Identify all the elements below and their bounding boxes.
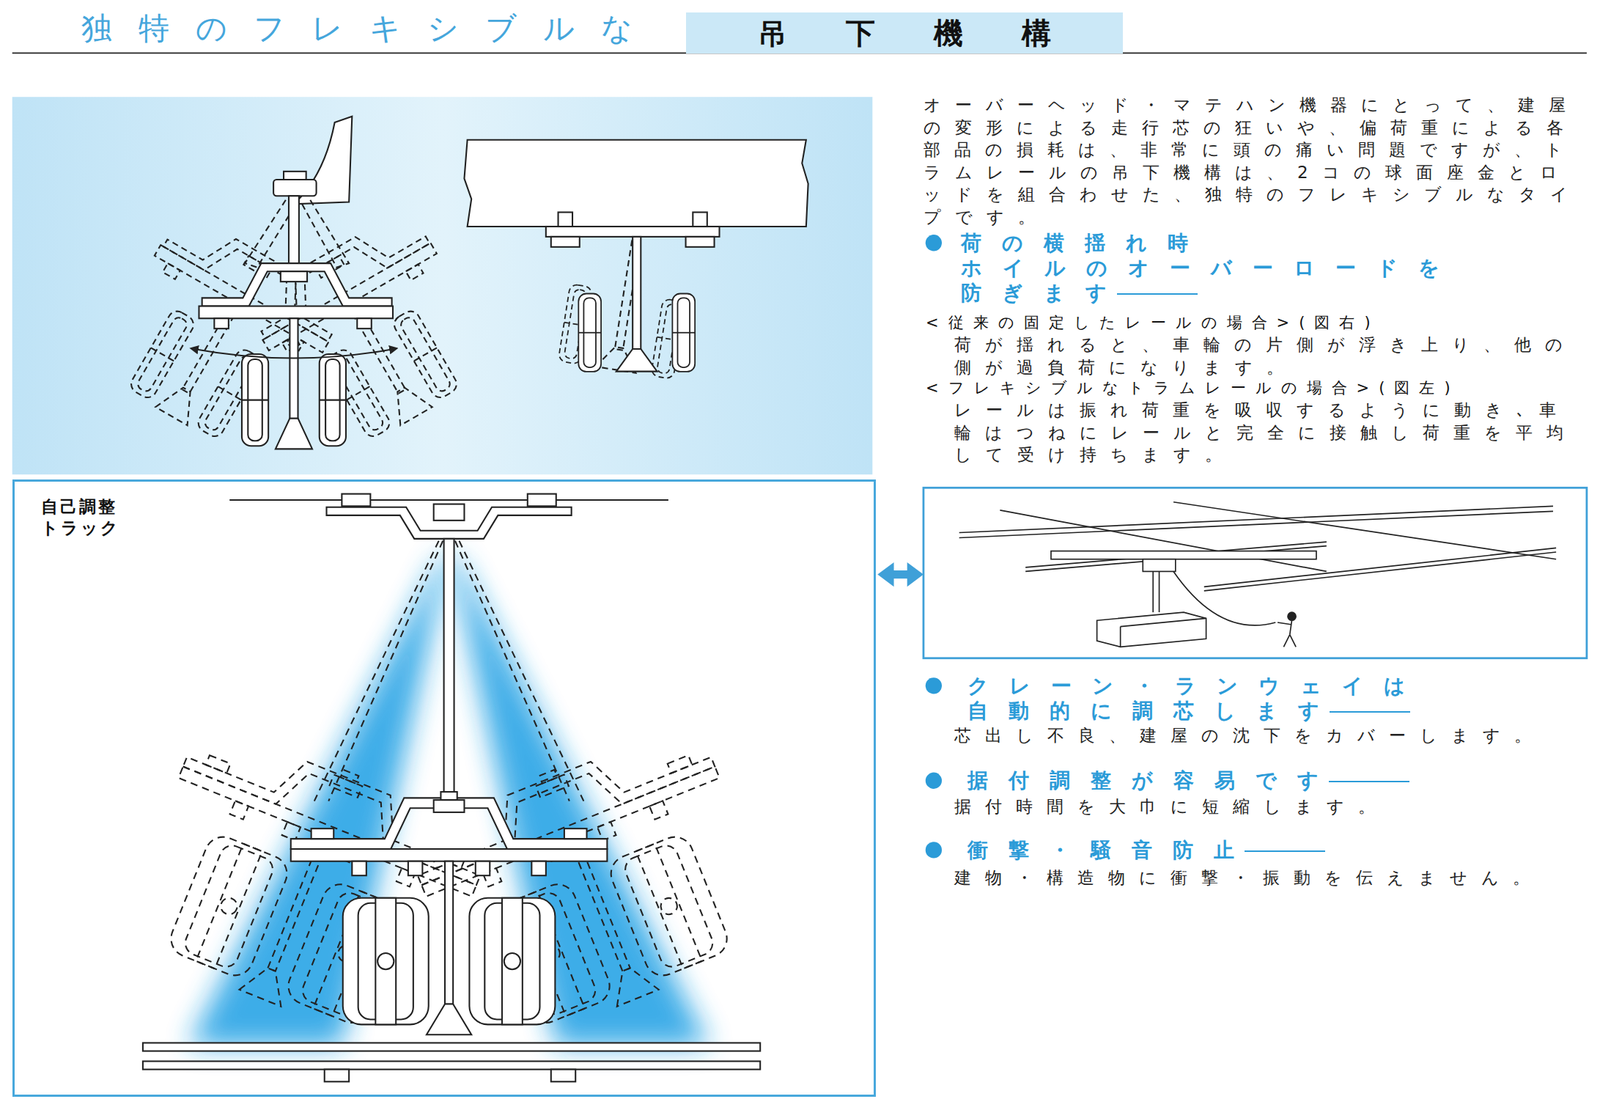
self-adjusting-track (551, 1069, 576, 1082)
self-adjusting-track (341, 493, 371, 507)
crane-runway-scene (1120, 617, 1207, 626)
crane-runway-scene (999, 510, 1327, 572)
bullet-dot (925, 841, 942, 858)
label-holder: 荷の横揺れ時 ホイルのオーバーロードを 防ぎます (960, 230, 1489, 306)
feature-text: 据付時間を大巾に短縮します。 (954, 795, 1389, 818)
crane-runway-scene (1119, 626, 1122, 648)
label-holder: クレーン・ランウェイは 自動的に調芯します (967, 673, 1496, 724)
crane-runway-scene (1289, 620, 1293, 634)
self-adjusting-track (113, 713, 498, 1057)
flexible-hanger (273, 179, 316, 196)
flexible-hanger (198, 263, 393, 449)
fixed-rail (551, 236, 580, 247)
crane-runway-scene (1142, 559, 1176, 572)
fixed-rail (558, 212, 573, 227)
self-adjusting-track (433, 504, 465, 521)
crane-runway-scene (1173, 570, 1276, 626)
crane-runway-scene (1287, 612, 1296, 621)
double-arrow (877, 562, 894, 587)
label-holder: <従来の固定したレールの場合>(図右) (925, 311, 1381, 334)
feature-heading: 荷の横揺れ時 ホイルのオーバーロードを 防ぎます (960, 230, 1489, 306)
self-adjusting-track (458, 540, 584, 802)
label-holder: 芯出し不良、建屋の沈下をカバーします。 (954, 724, 1546, 747)
label-holder: 衝撃・騒音防止 (967, 837, 1326, 863)
crane-runway-scene (923, 487, 1587, 658)
self-adjusting-track (142, 1061, 761, 1070)
crane-runway-scene (1152, 570, 1154, 613)
self-adjusting-track (444, 538, 455, 796)
flexible-hanger (301, 200, 349, 268)
double-arrow (877, 562, 924, 587)
crane-runway-scene (1289, 634, 1296, 648)
track-panel: 自己調整 トラック (12, 479, 876, 1097)
label-holder: 建物・構造物に衝撃・振動を伝えません。 (954, 866, 1544, 890)
node-text: 自己調整 トラック (41, 496, 132, 539)
title-holder: 独特のフレキシブルな (81, 10, 659, 47)
feature-heading: 据付調整が容易です (967, 768, 1410, 794)
page-title: 独特のフレキシブルな (81, 10, 659, 47)
fixed-rail (557, 227, 695, 379)
self-adjusting-track (229, 499, 669, 501)
label-holder: レールは振れ荷重を吸収するように動き､車輪はつねにレールと完全に接触し荷重を平均… (954, 398, 1587, 467)
fixed-rail (463, 139, 808, 227)
crane-runway-scene (1051, 551, 1317, 560)
self-adjusting-track (314, 540, 440, 802)
label-holder: 荷が揺れると、車輪の片側が浮き上り、他の側が過負荷になります。 (954, 333, 1587, 379)
fixed-rail (686, 236, 715, 247)
crane-runway-scene (1025, 546, 1327, 572)
fixed-rail (578, 236, 695, 372)
self-adjusting-track (290, 791, 608, 1035)
crane-runway-scene (1097, 612, 1207, 647)
self-adjusting-track (328, 540, 443, 802)
crane-runway-scene (1277, 622, 1291, 625)
intro-text: オーバーヘッド・マテハン機器にとって、建屋の変形による走行芯の狂いや、偏荷重によ… (923, 93, 1582, 228)
fixed-rail (692, 212, 707, 227)
fixed-rail (546, 226, 720, 237)
case-text: レールは振れ荷重を吸収するように動き､車輪はつねにレールと完全に接触し荷重を平均… (954, 398, 1587, 467)
crane-runway-scene (1158, 570, 1161, 613)
flexible-hanger (194, 348, 395, 359)
label-holder: 据付調整が容易です (967, 768, 1410, 794)
flexible-hanger (288, 195, 300, 267)
feature-text: 芯出し不良、建屋の沈下をカバーします。 (954, 724, 1546, 747)
flexible-hanger (241, 205, 503, 464)
feature-heading: 衝撃・騒音防止 (967, 837, 1326, 863)
crane-runway-scene (959, 510, 1554, 538)
double-arrow (907, 562, 924, 587)
bullet-dot (925, 677, 942, 694)
self-adjusting-track (400, 713, 785, 1057)
label-holder: オーバーヘッド・マテハン機器にとって、建屋の変形による走行芯の狂いや、偏荷重によ… (923, 93, 1582, 228)
feature-heading: クレーン・ランウェイは 自動的に調芯します (967, 673, 1496, 724)
title-band: 吊下機構 (686, 12, 1123, 54)
self-adjusting-track (527, 493, 557, 507)
fixed-rail (463, 139, 808, 379)
flexible-hanger (89, 116, 503, 466)
bullet-dot (925, 772, 942, 789)
self-adjusting-track (142, 1042, 761, 1051)
case-text: 荷が揺れると、車輪の片側が浮き上り、他の側が過負荷になります。 (954, 333, 1587, 379)
crane-runway-scene (923, 487, 1587, 658)
bullet-dot (925, 234, 942, 251)
flexible-hanger (89, 208, 351, 467)
self-adjusting-track (324, 1069, 349, 1082)
comparison-panel (12, 96, 873, 475)
label-holder: 据付時間を大巾に短縮します。 (954, 795, 1389, 818)
case-heading: <従来の固定したレールの場合>(図右) (925, 311, 1381, 334)
case-heading: <フレキシブルなトラムレールの場合>(図左) (925, 376, 1461, 399)
self-adjusting-track (113, 493, 785, 1082)
crane-runway-scene (1283, 634, 1290, 648)
feature-text: 建物・構造物に衝撃・振動を伝えません。 (954, 866, 1544, 890)
node-text: 吊下機構 (699, 15, 1110, 51)
label-holder: <フレキシブルなトラムレールの場合>(図左) (925, 376, 1461, 399)
self-adjusting-track (455, 540, 570, 802)
